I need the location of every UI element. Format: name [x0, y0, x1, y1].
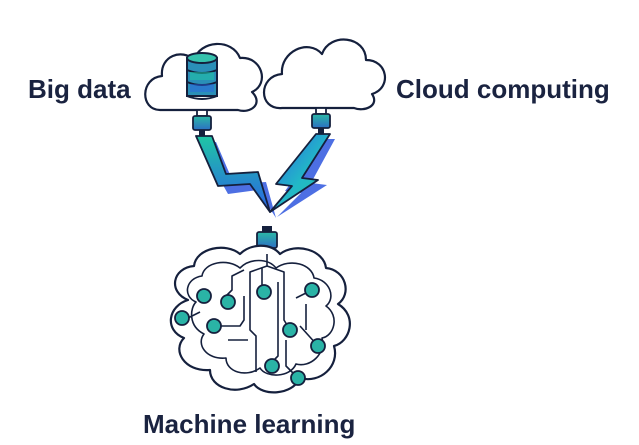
circuit-node [264, 358, 280, 374]
label-cloud-computing: Cloud computing [396, 74, 610, 104]
circuit-node [310, 338, 326, 354]
circuit-node [290, 370, 306, 386]
database-icon [186, 52, 218, 100]
circuit-node [174, 310, 190, 326]
plug-right-icon [311, 107, 331, 134]
circuit-node [220, 294, 236, 310]
circuit-node [304, 282, 320, 298]
circuit-node [196, 288, 212, 304]
cloud-with-database-icon [144, 42, 263, 136]
brain-circuit-icon [169, 244, 351, 394]
lightning-bolt-icon [269, 133, 335, 217]
cloud-icon [262, 38, 387, 134]
label-machine-learning: Machine learning [143, 409, 356, 439]
circuit-node [282, 322, 298, 338]
lightning-bolt-icon [195, 135, 276, 218]
circuit-node [206, 318, 222, 334]
label-big-data: Big data [28, 74, 131, 104]
plug-left-icon [192, 109, 212, 136]
circuit-node [256, 284, 272, 300]
